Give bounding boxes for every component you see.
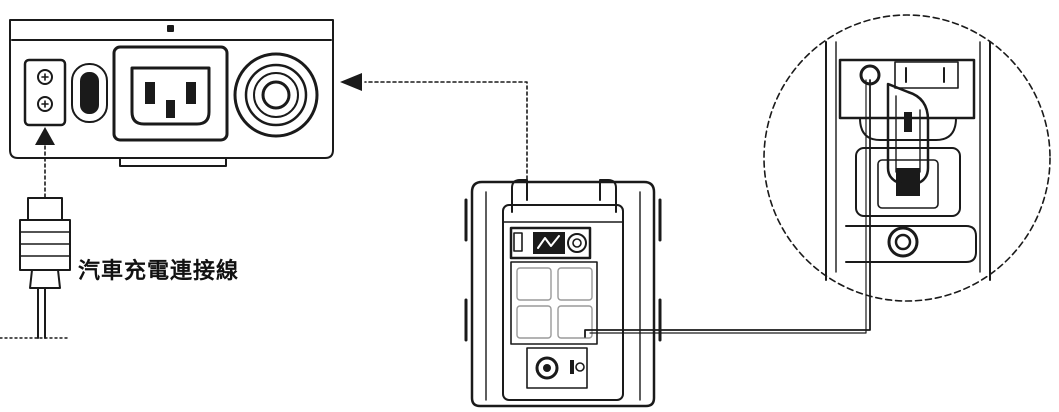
detail-socket-frame <box>855 147 961 217</box>
connector-boot <box>29 269 61 289</box>
outlet-grid <box>510 261 598 345</box>
rocker-switch <box>71 63 108 123</box>
unit-body <box>470 180 656 408</box>
front-panel <box>502 204 624 401</box>
handle-left <box>511 179 528 213</box>
handle-right <box>599 179 617 213</box>
detail-car-port <box>859 64 881 86</box>
plugged-cable-outer <box>584 79 871 338</box>
rear-panel-outline <box>9 19 334 159</box>
plugged-cable-inner <box>589 79 867 334</box>
connector-tip <box>27 197 63 221</box>
insert-arrow-up <box>35 127 55 145</box>
cable-label: 汽車充電連接線 <box>78 259 240 284</box>
ac-power-socket <box>112 45 229 142</box>
car-charging-port <box>23 58 67 127</box>
front-port-strip <box>509 226 592 260</box>
bottom-round-port <box>535 356 559 380</box>
magnified-detail <box>763 14 1051 302</box>
magnifier-circle <box>763 14 1051 302</box>
callout-arrow-left <box>340 73 362 91</box>
detail-round-port <box>887 226 919 258</box>
panel-foot <box>119 157 227 167</box>
bottom-control-area <box>526 347 588 389</box>
callout-dotted-line <box>340 73 528 186</box>
round-dc-port <box>233 52 319 138</box>
connector-body <box>19 219 71 271</box>
car-charging-cable <box>0 127 71 339</box>
power-station-unit <box>464 179 662 408</box>
detail-plug-connector <box>886 82 930 186</box>
panel-marker <box>167 25 174 32</box>
rear-panel-closeup <box>9 19 334 167</box>
